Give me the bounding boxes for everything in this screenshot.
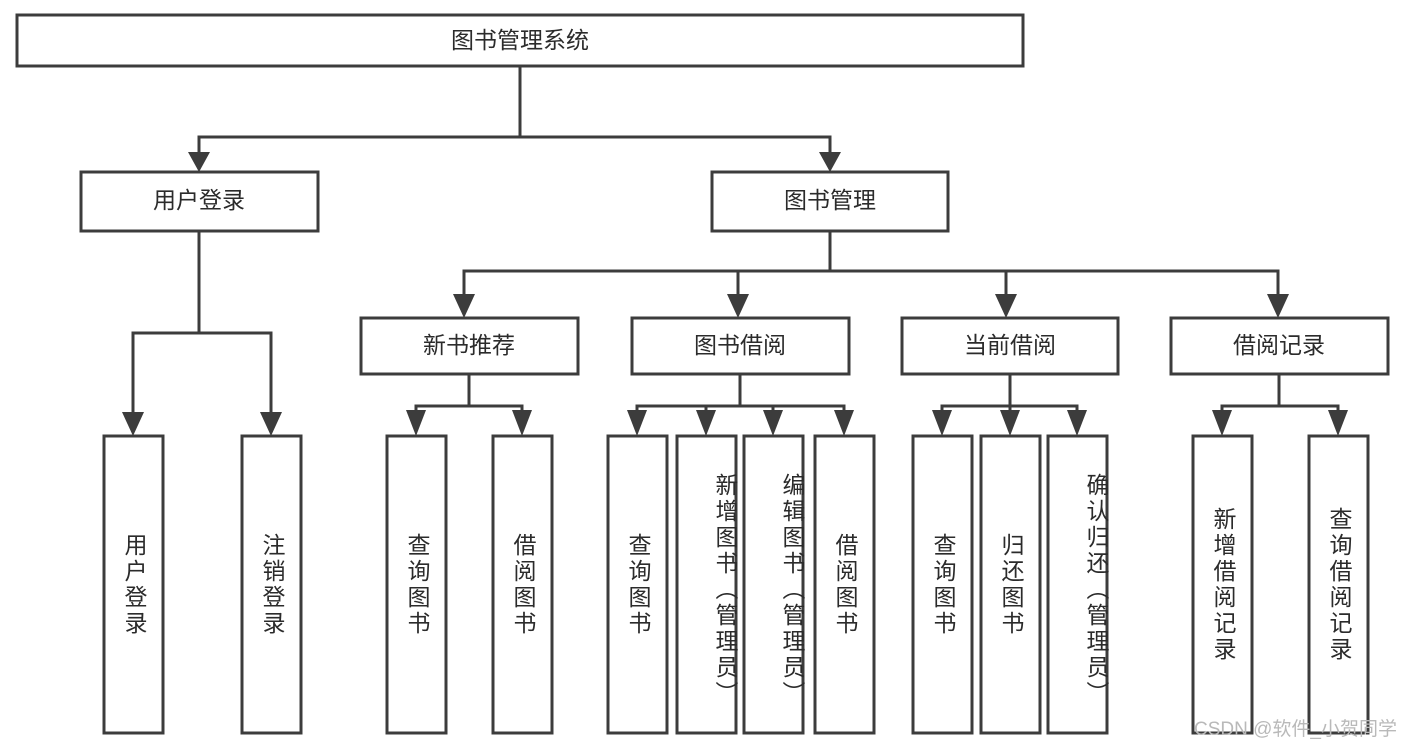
leaf-add-book-box[interactable]	[675, 434, 738, 735]
leaf-query-book-1-box[interactable]	[385, 434, 448, 735]
node-root-label: 图书管理系统	[451, 27, 589, 53]
leaf-confirm-return-box[interactable]	[1046, 434, 1109, 735]
node-records-label: 借阅记录	[1233, 332, 1325, 358]
node-bookmgmt[interactable]: 图书管理	[710, 170, 950, 233]
arrowhead-leaf-add-record	[1212, 410, 1232, 436]
node-borrow-label: 图书借阅	[694, 332, 786, 358]
leaf-borrow-book-2-box[interactable]	[813, 434, 876, 735]
watermark-text: CSDN @软件_小贺同学	[1194, 719, 1397, 740]
node-root-box[interactable]	[15, 13, 1025, 68]
arrowhead-borrow	[727, 294, 749, 318]
arrowhead-leaf-query-record	[1328, 410, 1348, 436]
arrowhead-leaf-user-login	[122, 412, 144, 436]
leaf-box-layer	[102, 434, 1370, 735]
arrowhead-leaf-borrow-book-2	[834, 410, 854, 436]
arrowhead-leaf-borrow-book-1	[512, 410, 532, 436]
arrowhead-to-login	[188, 152, 210, 172]
leaf-borrow-book-1-box[interactable]	[491, 434, 554, 735]
node-newbook-label: 新书推荐	[423, 332, 515, 358]
arrowhead-leaf-confirm-return	[1067, 410, 1087, 436]
node-borrow-box[interactable]	[630, 316, 851, 376]
node-records[interactable]: 借阅记录	[1169, 316, 1390, 376]
leaf-logout-box[interactable]	[240, 434, 303, 735]
node-newbook-box[interactable]	[359, 316, 580, 376]
node-bookmgmt-box[interactable]	[710, 170, 950, 233]
arrowhead-leaf-add-book	[696, 410, 716, 436]
leaf-user-login-box[interactable]	[102, 434, 165, 735]
node-newbook[interactable]: 新书推荐	[359, 316, 580, 376]
arrowhead-leaf-query-book-2	[627, 410, 647, 436]
node-login[interactable]: 用户登录	[79, 170, 320, 233]
node-login-label: 用户登录	[153, 187, 245, 213]
node-bookmgmt-label: 图书管理	[784, 187, 876, 213]
arrowhead-records	[1267, 294, 1289, 318]
arrowhead-to-bookmgmt	[819, 152, 841, 172]
leaf-query-record-box[interactable]	[1307, 434, 1370, 735]
leaf-query-book-3-box[interactable]	[911, 434, 974, 735]
arrowhead-leaf-logout	[260, 412, 282, 436]
arrowhead-leaf-edit-book	[763, 410, 783, 436]
arrowhead-newbook	[453, 294, 475, 318]
leaf-add-record-box[interactable]	[1191, 434, 1254, 735]
arrowhead-leaf-query-book-1	[406, 410, 426, 436]
node-current-label: 当前借阅	[964, 332, 1056, 358]
node-borrow[interactable]: 图书借阅	[630, 316, 851, 376]
node-root[interactable]: 图书管理系统	[15, 13, 1025, 68]
connector-layer	[122, 64, 1348, 436]
node-current-box[interactable]	[900, 316, 1120, 376]
arrowhead-current	[995, 294, 1017, 318]
node-login-box[interactable]	[79, 170, 320, 233]
leaf-edit-book-box[interactable]	[742, 434, 805, 735]
leaf-return-book-box[interactable]	[979, 434, 1042, 735]
leaf-query-book-2-box[interactable]	[606, 434, 669, 735]
arrowhead-leaf-return-book	[1000, 410, 1020, 436]
arrowhead-leaf-query-book-3	[932, 410, 952, 436]
node-current[interactable]: 当前借阅	[900, 316, 1120, 376]
node-records-box[interactable]	[1169, 316, 1390, 376]
